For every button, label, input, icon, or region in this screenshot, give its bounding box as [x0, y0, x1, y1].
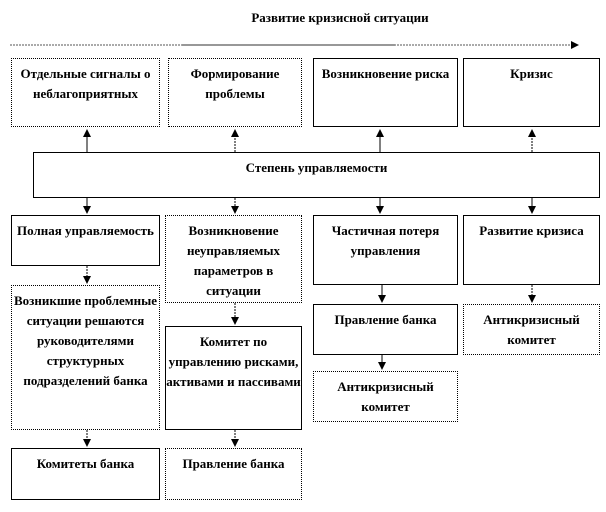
full-control-box: Полная управляемость [11, 215, 160, 266]
anticrisis-committee-box: Антикризисный комитет [313, 371, 458, 422]
uncontrolled-params-box: Возникновение неуправляемых параметров в… [165, 215, 302, 303]
alco-committee-box: Комитет по управлению рисками, активами … [165, 326, 302, 430]
bank-board-box: Правление банка [313, 304, 458, 355]
partial-loss-box: Частичная потеря управления [313, 215, 458, 285]
diagram-title: Развитие кризисной ситуации [251, 10, 429, 25]
bank-committees-box: Комитеты банка [11, 448, 160, 500]
controllability-box: Степень управляемости [33, 152, 600, 198]
stage-problem: Формирование проблемы [168, 58, 302, 127]
stage-risk: Возникновение риска [313, 58, 458, 127]
bank-board-box: Правление банка [165, 448, 302, 500]
anticrisis-committee-box: Антикризисный комитет [463, 304, 600, 355]
stage-crisis: Кризис [463, 58, 600, 127]
department-heads-box: Возникшие проблемные ситуации решаются р… [11, 285, 160, 430]
crisis-development-box: Развитие кризиса [463, 215, 600, 285]
stage-signals: Отдельные сигналы о неблагоприятных [11, 58, 160, 127]
